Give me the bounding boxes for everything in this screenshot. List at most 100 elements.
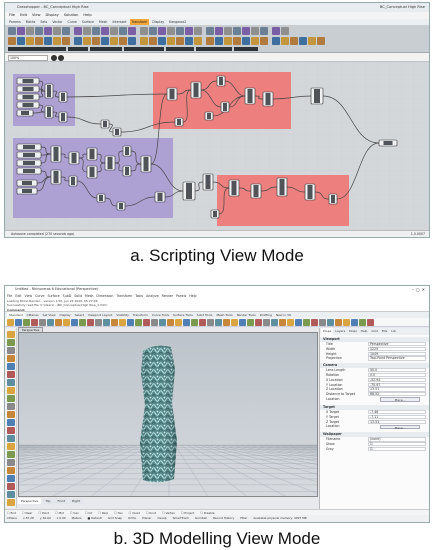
toolbar-tool-icon[interactable] [87,319,94,326]
gh-menu-edit[interactable]: Edit [20,13,27,17]
gh-menu-display[interactable]: Display [45,13,59,17]
osnap-perp[interactable]: ☐ Perp [98,511,108,515]
gh-tab-vector[interactable]: Vector [52,20,63,24]
component-icon[interactable] [17,27,25,35]
rh-menu-render[interactable]: Render [161,294,173,298]
osnap-quad[interactable]: ☐ Quad [129,511,140,515]
viewport-prop-value-field[interactable]: 1049 [368,351,426,356]
component-icon[interactable] [74,37,82,45]
perspective-viewport[interactable] [18,332,318,497]
rh-toolbar-tab-standard[interactable]: Standard [7,312,25,318]
panel-tab-layers[interactable]: Layers [335,329,346,333]
component-icon[interactable] [62,27,70,35]
toolbar-tool-icon[interactable] [151,319,158,326]
toolbar-tool-icon[interactable] [39,319,46,326]
wallpaper-prop-value-field[interactable]: ☑ [368,446,426,452]
component-icon[interactable] [119,27,127,35]
side-tool-icon[interactable] [7,339,15,346]
component-icon[interactable] [224,27,232,35]
osnap-near[interactable]: ☐ Near [22,511,32,515]
component-icon[interactable] [167,37,175,45]
toolbar-tool-icon[interactable] [319,319,326,326]
side-tool-icon[interactable] [7,459,15,466]
status-item[interactable]: Planar [142,516,152,520]
component-icon[interactable] [260,27,268,35]
rh-menu-dimension[interactable]: Dimension [96,294,114,298]
gh-tab-surface[interactable]: Surface [81,20,95,24]
osnap-cen[interactable]: ☐ Cen [70,511,79,515]
component-icon[interactable] [242,37,250,45]
target-place-button[interactable]: Place... [380,424,420,430]
ribbon-group-label[interactable] [68,47,88,51]
gh-tab-maths[interactable]: Maths [25,20,36,24]
toolbar-tool-icon[interactable] [271,319,278,326]
rh-toolbar-tab-surface-tools[interactable]: Surface Tools [173,313,193,317]
status-item[interactable]: SmartTrack [172,516,189,520]
rh-toolbar-tab-visibility[interactable]: Visibility [116,313,129,317]
component-icon[interactable] [53,27,61,35]
toolbar-tool-icon[interactable] [223,319,230,326]
rh-toolbar-tab-curve-tools[interactable]: Curve Tools [151,313,170,317]
component-icon[interactable] [8,27,16,35]
toolbar-tool-icon[interactable] [287,319,294,326]
gh-menu-help[interactable]: Help [83,13,92,17]
osnap-tan[interactable]: ☐ Tan [114,511,122,515]
toolbar-tool-icon[interactable] [103,319,110,326]
toolbar-tool-icon[interactable] [303,319,310,326]
component-icon[interactable] [215,27,223,35]
toolbar-tool-icon[interactable] [327,319,334,326]
rh-menu-mesh[interactable]: Mesh [84,294,94,298]
side-tool-icon[interactable] [7,427,15,434]
component-icon[interactable] [281,27,289,35]
toolbar-tool-icon[interactable] [143,319,150,326]
component-icon[interactable] [128,37,136,45]
side-tool-icon[interactable] [7,387,15,394]
panel-tab-lib[interactable]: Lib [391,329,396,333]
osnap-point[interactable]: ☐ Point [38,511,49,515]
component-icon[interactable] [194,27,202,35]
side-tool-icon[interactable] [7,443,15,450]
toolbar-tool-icon[interactable] [295,319,302,326]
panel-tab-displ[interactable]: Displ [349,329,357,333]
gh-canvas[interactable] [5,62,429,231]
component-icon[interactable] [92,27,100,35]
toolbar-tool-icon[interactable] [247,319,254,326]
camera-prop-value-field[interactable]: -70.97 [368,382,426,387]
toolbar-tool-icon[interactable] [255,319,262,326]
side-tool-icon[interactable] [7,483,15,490]
gh-tab-kangaroo2[interactable]: Kangaroo2 [169,20,187,24]
viewport-tab-top[interactable]: Top [42,498,54,504]
component-icon[interactable] [62,37,70,45]
target-section-header[interactable]: Target [320,404,429,410]
wallpaper-prop-value-field[interactable]: (none) [368,437,426,442]
toolbar-tool-icon[interactable] [183,319,190,326]
component-icon[interactable] [35,27,43,35]
component-icon[interactable] [8,37,16,45]
gh-menu-view[interactable]: View [31,13,41,17]
component-icon[interactable] [44,37,52,45]
gh-menu-solution[interactable]: Solution [63,13,79,17]
osnap-vertex[interactable]: ☐ Vertex [162,511,175,515]
ribbon-group-label[interactable] [196,47,232,51]
side-tool-icon[interactable] [7,451,15,458]
side-tool-icon[interactable] [7,411,15,418]
toolbar-tool-icon[interactable] [135,319,142,326]
component-icon[interactable] [128,27,136,35]
toolbar-tool-icon[interactable] [79,319,86,326]
rh-menu-help[interactable]: Help [189,294,197,298]
component-icon[interactable] [176,27,184,35]
wallpaper-section-header[interactable]: Wallpaper [320,432,429,438]
component-icon[interactable] [167,27,175,35]
status-item[interactable]: Ortho [128,516,137,520]
rh-menu-panels[interactable]: Panels [175,294,187,298]
panel-tab-fills[interactable]: Fills [381,329,388,333]
component-icon[interactable] [194,37,202,45]
rh-toolbar-tab-cplanes[interactable]: CPlanes [26,313,39,317]
toolbar-tool-icon[interactable] [279,319,286,326]
side-tool-icon[interactable] [7,419,15,426]
rh-toolbar-tab-viewport-layout[interactable]: Viewport Layout [87,313,113,317]
toolbar-tool-icon[interactable] [55,319,62,326]
component-icon[interactable] [35,37,43,45]
rh-toolbar-tab-display[interactable]: Display [59,313,71,317]
component-icon[interactable] [272,37,280,45]
